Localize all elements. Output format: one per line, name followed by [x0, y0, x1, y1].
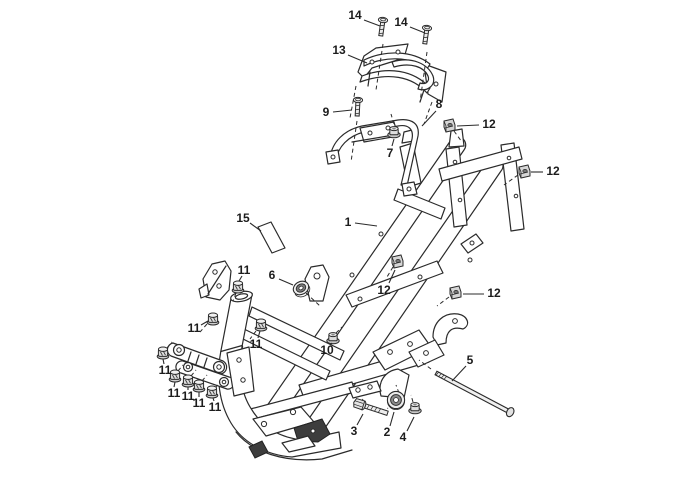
- cross-member-upper: [393, 188, 446, 220]
- leader-line: [278, 278, 294, 286]
- leader-line: [451, 365, 467, 382]
- mount-bushing-icon: [386, 390, 406, 410]
- leader-line: [332, 109, 353, 113]
- leader-line: [409, 26, 426, 34]
- subframe-crossbar: [438, 146, 523, 182]
- clip-nut-icon: [518, 164, 531, 179]
- assembly-dash-line: [503, 174, 519, 186]
- sticker-part: [257, 221, 286, 254]
- assembly-dash-line: [386, 266, 394, 278]
- long-bolt-icon: [434, 370, 515, 418]
- hex-nut-icon: [192, 379, 206, 393]
- leader-line: [329, 342, 333, 346]
- leader-line: [212, 397, 215, 402]
- assembly-dash-line: [375, 43, 384, 91]
- assembly-dash-line: [177, 364, 184, 372]
- assembly-dash-line: [453, 130, 463, 143]
- subframe-tab: [448, 128, 465, 148]
- leader-line: [421, 110, 437, 127]
- luggage-rack-part: [357, 43, 447, 103]
- rubber-grommet-icon: [292, 280, 311, 298]
- seat-hook-tab: [304, 264, 330, 302]
- hex-nut-icon: [206, 312, 220, 326]
- footrest-hook: [432, 313, 469, 346]
- hex-nut-icon: [156, 346, 170, 360]
- flange-nut-icon: [408, 402, 422, 415]
- assembly-dash-line: [390, 113, 395, 125]
- assembly-dash-line: [419, 51, 428, 103]
- leader-line: [173, 381, 176, 388]
- leader-line: [249, 222, 262, 232]
- hex-nut-icon: [205, 385, 219, 399]
- hardware-layer: [156, 16, 531, 418]
- leader-line: [200, 320, 209, 326]
- clip-nut-icon: [449, 285, 462, 300]
- assembly-dash-line: [232, 292, 237, 302]
- flange-nut-icon: [387, 126, 401, 139]
- pan-screw-icon: [352, 96, 364, 117]
- assembly-dash-line: [305, 292, 321, 307]
- main-rail-left: [259, 136, 467, 428]
- leader-line: [162, 358, 165, 365]
- subframe-right-leg: [500, 142, 525, 232]
- hex-nut-icon: [231, 280, 245, 294]
- leader-line: [388, 269, 396, 284]
- frame-part: [166, 128, 525, 461]
- bolt-plate: [348, 380, 382, 399]
- assembly-dash-line: [166, 341, 173, 349]
- support-bracket-part: [325, 119, 419, 197]
- head-tube-to-rail-upper: [248, 306, 345, 361]
- cradle-lower-tube: [235, 431, 353, 461]
- assembly-dash-line: [190, 369, 197, 377]
- flange-nut-icon: [326, 332, 340, 345]
- leader-line: [363, 19, 381, 27]
- assembly-dash-line: [199, 323, 208, 333]
- assembly-dash-line: [249, 330, 257, 340]
- hex-nut-icon: [181, 374, 195, 388]
- callout-leader-lines: [162, 19, 543, 432]
- assembly-dash-line: [201, 374, 208, 382]
- engine-hanger-bracket: [226, 346, 255, 397]
- clip-nut-icon: [443, 118, 456, 133]
- assembly-dash-line: [410, 394, 414, 403]
- assembly-dash-line: [335, 326, 343, 334]
- leader-line: [257, 330, 261, 339]
- leader-line: [456, 124, 480, 127]
- hex-bolt-icon: [353, 398, 389, 416]
- head-tube: [220, 292, 253, 355]
- hex-nut-icon: [254, 318, 268, 332]
- subframe-left-leg: [445, 146, 468, 228]
- assembly-dash-line: [423, 101, 433, 125]
- assembly-dash-line: [436, 296, 450, 307]
- leader-line: [356, 413, 364, 426]
- assembly-dash-line: [418, 359, 432, 370]
- cradle-wedge: [248, 440, 269, 459]
- assembly-dash-line: [349, 85, 357, 119]
- pan-screw-icon: [377, 16, 389, 37]
- leader-line: [238, 275, 243, 282]
- steering-bracket-wing: [198, 283, 210, 299]
- clip-nut-icon: [391, 254, 404, 269]
- leader-line: [389, 411, 395, 427]
- leader-line: [347, 54, 368, 64]
- pan-screw-icon: [421, 24, 433, 45]
- leader-line: [406, 416, 415, 432]
- leader-line: [354, 222, 378, 227]
- hex-nut-icon: [168, 369, 182, 383]
- leader-line: [391, 138, 395, 147]
- cradle-tab: [281, 435, 316, 453]
- cross-member-mid: [345, 260, 444, 308]
